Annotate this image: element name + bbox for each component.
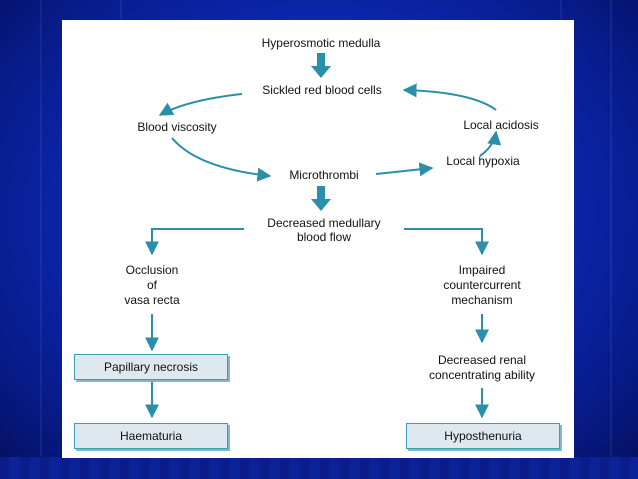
flow-arrows (145, 53, 502, 419)
arrow-microthrombi-to-hypoxia (375, 162, 434, 177)
diagram-panel: Hyperosmotic medulla Sickled red blood c… (62, 20, 574, 458)
node-decreased-flow-line1: Decreased medullary (267, 216, 381, 230)
node-impaired-line1: Impaired (458, 263, 506, 277)
node-local-acidosis: Local acidosis (463, 118, 539, 132)
node-microthrombi: Microthrombi (289, 168, 359, 182)
box-papillary-necrosis: Papillary necrosis (74, 354, 228, 380)
node-occlusion-line2: of (146, 278, 157, 292)
node-decreased-renal-line2: concentrating ability (428, 368, 536, 382)
node-blood-viscosity: Blood viscosity (137, 120, 217, 134)
node-decreased-flow-line2: blood flow (296, 230, 352, 244)
slide-bottom-band (0, 457, 638, 479)
arrow-hypoxia-to-acidosis (479, 130, 502, 157)
node-decreased-renal-line1: Decreased renal (437, 353, 527, 367)
arrow-sickled-to-viscosity (158, 93, 243, 116)
arrow-acidosis-to-sickled (402, 83, 497, 111)
node-occlusion-line3: vasa recta (124, 293, 180, 307)
branch-left (145, 228, 244, 256)
node-occlusion-line1: Occlusion (125, 263, 179, 277)
node-sickled-cells: Sickled red blood cells (262, 83, 382, 97)
branch-right (404, 228, 489, 256)
node-impaired-line3: mechanism (451, 293, 513, 307)
block-arrow-2 (311, 186, 331, 211)
node-impaired-line2: countercurrent (443, 278, 521, 292)
box-haematuria: Haematuria (74, 423, 228, 449)
node-hyperosmotic-medulla: Hyperosmotic medulla (261, 36, 381, 50)
box-hyposthenuria: Hyposthenuria (406, 423, 560, 449)
block-arrow-1 (311, 53, 331, 78)
node-local-hypoxia: Local hypoxia (446, 154, 520, 168)
arrow-viscosity-to-microthrombi (171, 137, 272, 182)
